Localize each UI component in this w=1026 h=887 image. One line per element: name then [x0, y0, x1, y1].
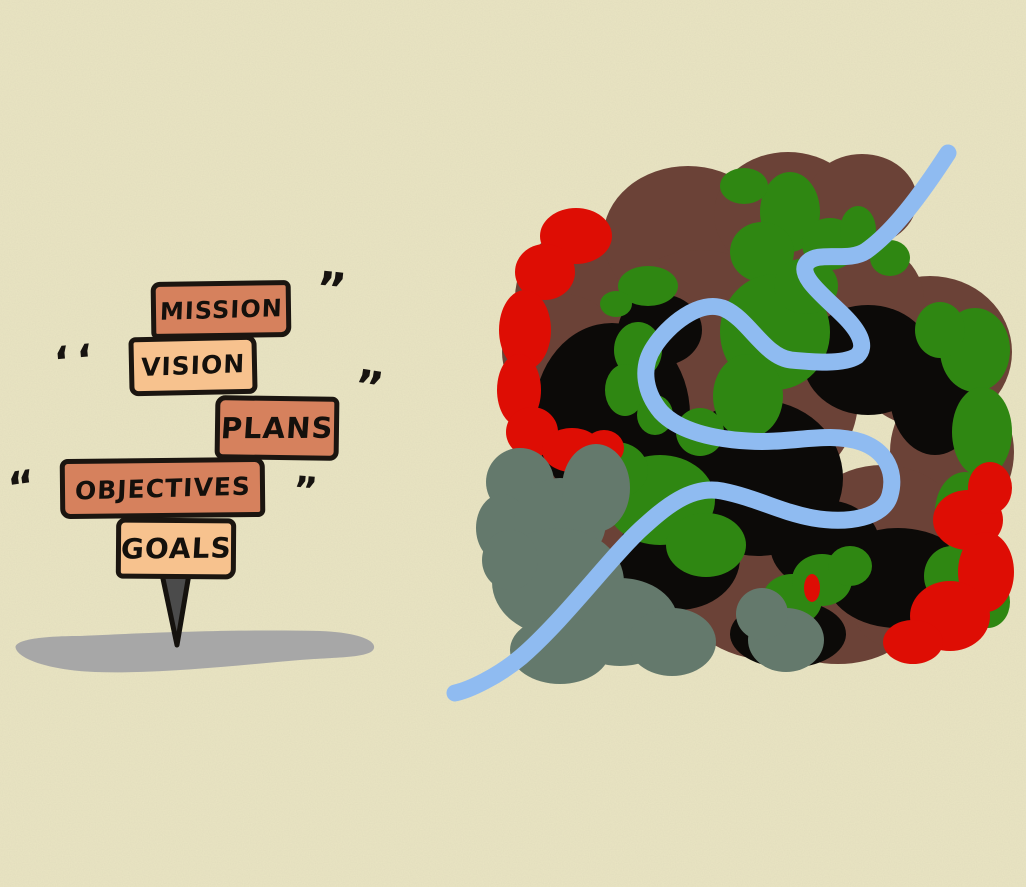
brick-mission: MISSION [150, 280, 292, 339]
brick-goals: GOALS [115, 517, 237, 580]
brick-objectives-label: OBJECTIVES [73, 471, 252, 505]
quote-mark-left-of-vision: ‘‘ [51, 334, 102, 387]
quote-mark-right-of-objectives: ” [291, 468, 320, 513]
brick-plans: PLANS [214, 395, 340, 461]
brick-plans-label: PLANS [219, 410, 335, 446]
brick-vision: VISION [128, 334, 258, 397]
brick-vision-label: VISION [140, 348, 246, 383]
quote-mark-top-right: ” [313, 260, 349, 318]
brick-objectives: OBJECTIVES [59, 456, 266, 520]
brick-mission-label: MISSION [159, 293, 283, 326]
squiggle-path [446, 144, 957, 702]
signpost-shadow [15, 630, 375, 673]
brick-goals-label: GOALS [119, 531, 233, 566]
quote-mark-left-of-objectives: “ [4, 460, 39, 513]
